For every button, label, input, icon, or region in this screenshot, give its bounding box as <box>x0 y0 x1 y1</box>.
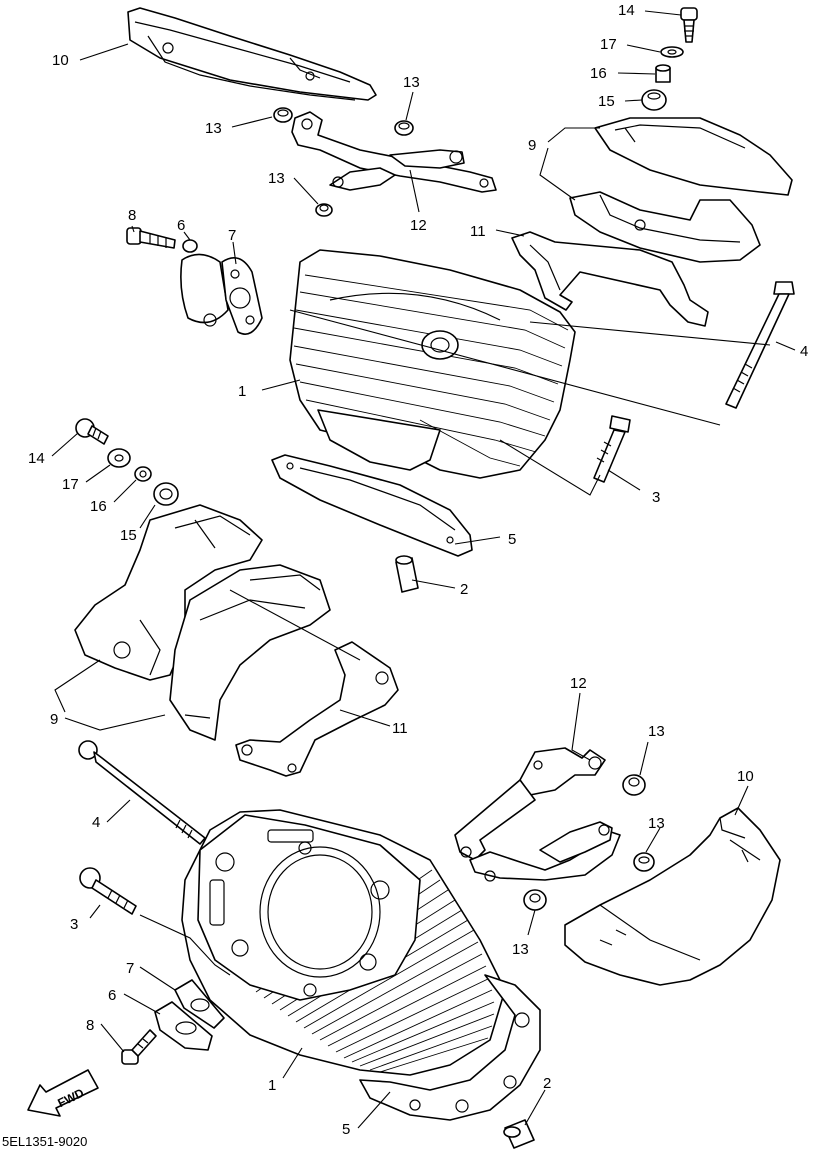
callout-13-lower-bottom: 13 <box>512 941 529 958</box>
callout-8-upper: 8 <box>128 207 136 224</box>
collar-16-upper <box>655 64 671 83</box>
callout-13-upper-mid: 13 <box>268 170 285 187</box>
gasket-5-lower <box>359 974 541 1121</box>
callout-13-lower-right: 13 <box>648 815 665 832</box>
stud-4-lower <box>78 740 206 845</box>
washer-17-upper <box>660 46 684 58</box>
callout-9-middle: 9 <box>50 711 58 728</box>
callout-4-lower: 4 <box>92 814 100 831</box>
gasket-5-upper <box>271 454 473 557</box>
collar-16-middle <box>134 466 152 482</box>
callout-13-upper-right: 13 <box>403 74 420 91</box>
callout-1-upper: 1 <box>238 383 246 400</box>
callout-9-upper: 9 <box>528 137 536 154</box>
bolt-8-upper <box>126 227 176 249</box>
callout-7-lower: 7 <box>126 960 134 977</box>
callout-12-upper: 12 <box>410 217 427 234</box>
callout-8-lower: 8 <box>86 1017 94 1034</box>
stud-4-upper <box>725 281 795 409</box>
gasket-11-middle <box>235 641 399 777</box>
callout-labels: 10 13 13 13 12 14 17 16 15 9 8 6 7 11 4 … <box>28 2 808 1138</box>
callout-17-middle: 17 <box>62 476 79 493</box>
housing-6-upper <box>180 239 229 327</box>
gasket-7-upper <box>221 256 263 335</box>
cover-10-upper <box>127 7 377 101</box>
grommet-13-e <box>633 852 655 872</box>
callout-7-upper: 7 <box>228 227 236 244</box>
callout-6-upper: 6 <box>177 217 185 234</box>
bolt-3-upper <box>593 415 631 483</box>
cover-9-upper <box>569 117 793 263</box>
callout-5-lower: 5 <box>342 1121 350 1138</box>
callout-13-lower-top: 13 <box>648 723 665 740</box>
bracket-12-upper <box>291 111 497 193</box>
grommet-13-c <box>315 203 333 217</box>
gasket-11-upper <box>511 231 709 327</box>
callout-10-lower: 10 <box>737 768 754 785</box>
callout-14-upper: 14 <box>618 2 635 19</box>
callout-15-middle: 15 <box>120 527 137 544</box>
callout-11-middle: 11 <box>392 720 408 737</box>
callout-1-lower: 1 <box>268 1077 276 1094</box>
callout-2-lower: 2 <box>543 1075 551 1092</box>
callout-13-upper-left: 13 <box>205 120 222 137</box>
grommet-13-f <box>523 889 547 911</box>
fwd-arrow-icon <box>27 1069 99 1117</box>
bolt-8-lower <box>121 1029 157 1065</box>
dowel-2-lower <box>503 1119 535 1149</box>
grommet-13-b <box>394 120 414 136</box>
callout-10-upper: 10 <box>52 52 69 69</box>
callout-3-lower: 3 <box>70 916 78 933</box>
grommet-13-d <box>622 774 646 796</box>
callout-12-lower: 12 <box>570 675 587 692</box>
cylinder-1-upper <box>289 249 576 479</box>
callout-2-upper: 2 <box>460 581 468 598</box>
leader-lines <box>51 10 796 1129</box>
dowel-2-upper <box>395 555 419 593</box>
housing-6-lower <box>154 1001 213 1051</box>
cover-9-middle <box>74 504 331 741</box>
grommet-15-upper <box>641 89 667 111</box>
gasket-7-lower <box>174 979 225 1029</box>
callout-4-upper: 4 <box>800 343 808 360</box>
callout-5-upper: 5 <box>508 531 516 548</box>
bracket-12-lower <box>454 747 621 882</box>
bolt-3-lower <box>79 867 137 915</box>
callout-14-middle: 14 <box>28 450 45 467</box>
grommet-13-a <box>273 107 293 123</box>
callout-6-lower: 6 <box>108 987 116 1004</box>
bolt-14-middle <box>75 418 109 445</box>
bolt-14-upper <box>680 7 698 43</box>
part-code: 5EL1351-9020 <box>2 1134 87 1149</box>
callout-3-upper: 3 <box>652 489 660 506</box>
cylinder-1-lower <box>181 809 506 1076</box>
callout-16-middle: 16 <box>90 498 107 515</box>
cover-10-lower <box>564 807 781 986</box>
callout-15-upper: 15 <box>598 93 615 110</box>
washer-17-middle <box>107 448 131 468</box>
callout-16-upper: 16 <box>590 65 607 82</box>
grommet-15-middle <box>153 482 179 506</box>
callout-17-upper: 17 <box>600 36 617 53</box>
callout-11-upper: 11 <box>470 223 486 240</box>
